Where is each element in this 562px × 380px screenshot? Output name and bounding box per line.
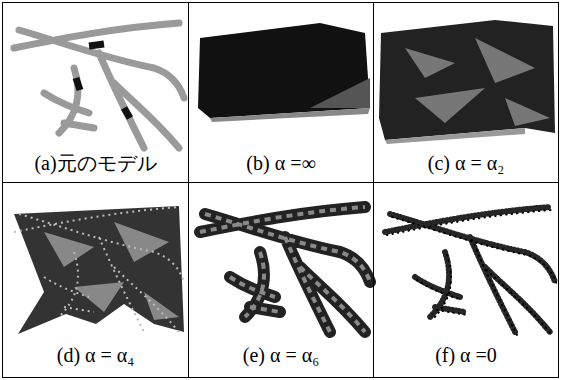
alpha-shape [379, 20, 555, 144]
caption-row: (c) α = α₂ [374, 151, 558, 175]
panel-caption: (f) α =0 [433, 344, 499, 366]
tree-model [14, 23, 184, 148]
caption-row: (f) α =0 [374, 343, 558, 367]
figure-panel: (a)元のモデル [2, 2, 189, 183]
figure-panel: (f) α =0 [373, 182, 559, 378]
figure-panel: (d) α = α₄ [2, 182, 189, 378]
panel-caption: (e) α = α₆ [241, 344, 321, 366]
caption-row: (d) α = α₄ [3, 343, 188, 367]
panel-caption: (c) α = α₂ [426, 152, 506, 174]
alpha-shape [200, 207, 370, 332]
figure-panel: (c) α = α₂ [373, 2, 559, 183]
panel-caption: (a)元のモデル [32, 152, 158, 174]
figure-panel: (b) α =∞ [188, 2, 374, 183]
caption-row: (a)元のモデル [3, 151, 188, 175]
point-cloud [385, 207, 557, 335]
caption-row: (e) α = α₆ [189, 343, 373, 367]
figure-panel: (e) α = α₆ [188, 182, 374, 378]
convex-hull [198, 23, 370, 122]
alpha-shape [14, 206, 184, 334]
caption-row: (b) α =∞ [189, 151, 373, 175]
panel-caption: (b) α =∞ [244, 152, 317, 174]
panel-caption: (d) α = α₄ [55, 344, 137, 366]
